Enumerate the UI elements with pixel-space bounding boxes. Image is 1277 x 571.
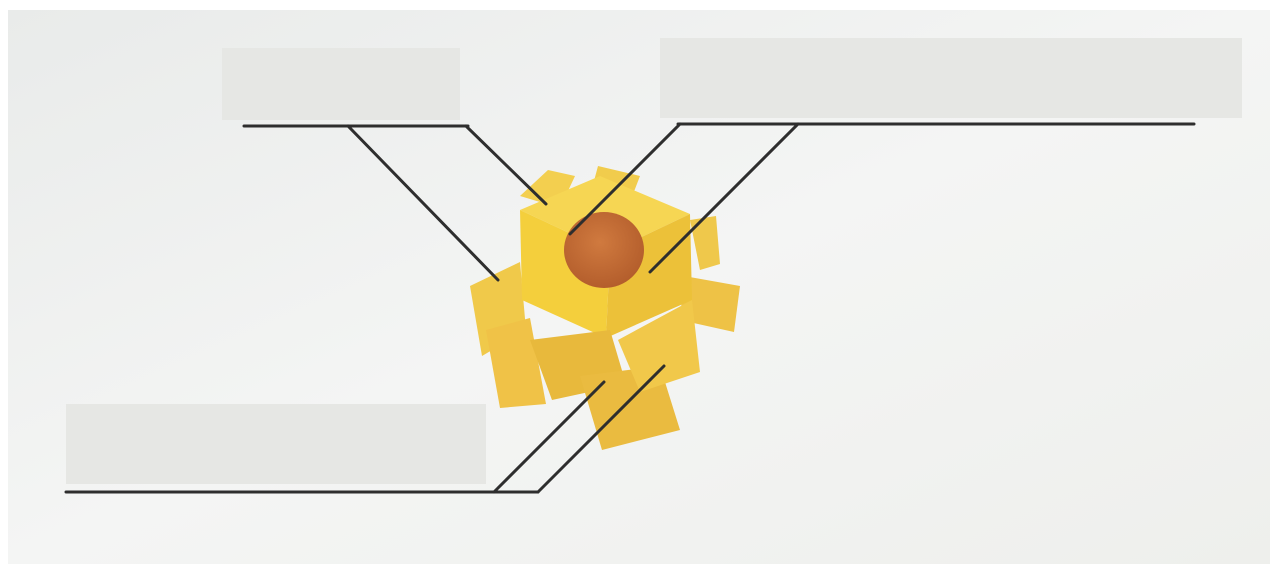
label-box-bottom-left xyxy=(66,404,486,484)
label-box-top-left xyxy=(222,48,460,120)
label-box-top-right xyxy=(660,38,1242,118)
center-dot xyxy=(564,212,644,288)
